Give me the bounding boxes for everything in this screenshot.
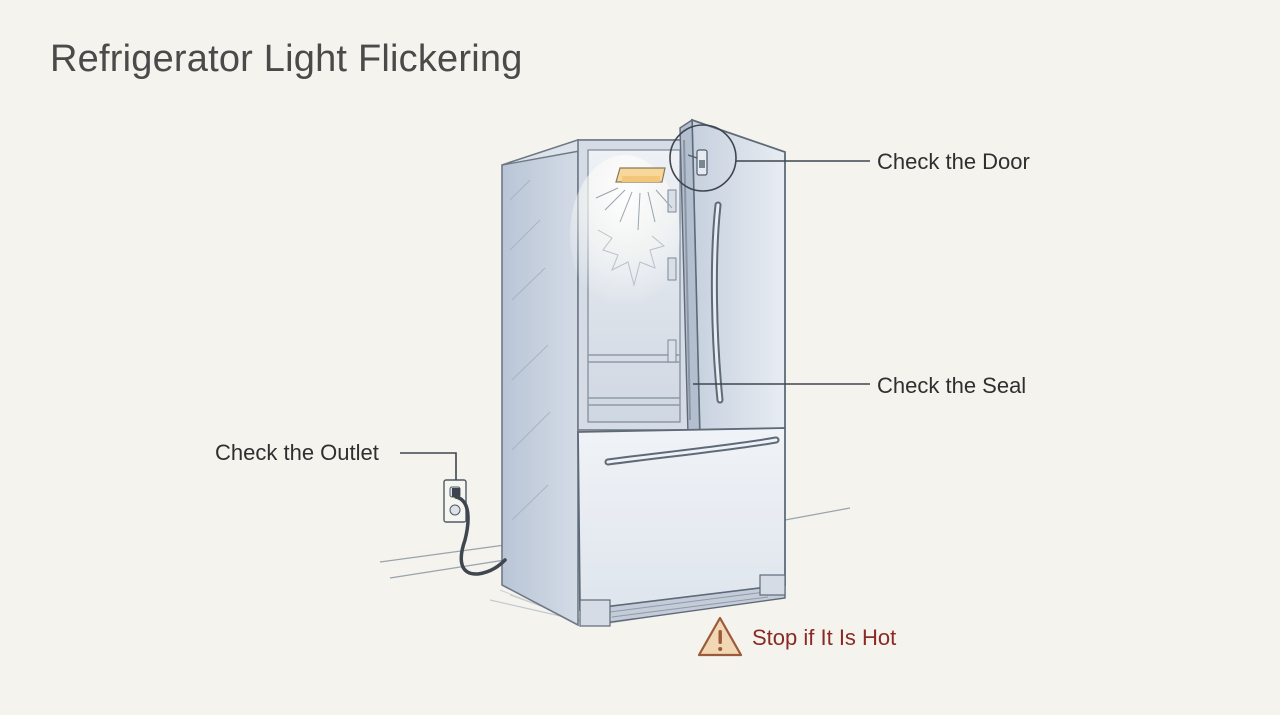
callout-leaders: [400, 160, 870, 480]
shelf-brackets: [667, 189, 677, 363]
callout-check-door: Check the Door: [877, 149, 1030, 174]
outlet-leader-line: [400, 452, 457, 480]
light-rays: [595, 187, 673, 231]
door-switch-highlight-circle: [669, 124, 737, 192]
callout-warning-hot: Stop if It Is Hot: [752, 625, 897, 650]
page-title: Refrigerator Light Flickering: [50, 38, 523, 80]
callout-check-seal: Check the Seal: [877, 373, 1027, 398]
door-gasket: [683, 139, 691, 421]
side-hatching: [509, 179, 551, 521]
vent-grille: [609, 591, 769, 618]
fridge-side-panel: [501, 138, 579, 627]
floor-lines: [379, 507, 851, 626]
door-handle: [710, 201, 724, 404]
door-switch: [687, 149, 708, 176]
drawer-handle: [604, 436, 780, 466]
power-cord: [454, 495, 507, 576]
fridge-shelves: [588, 354, 680, 406]
interior-light: [595, 167, 673, 287]
wall-outlet: [443, 479, 467, 523]
callout-check-outlet: Check the Outlet: [215, 440, 379, 465]
warning-triangle-icon: [697, 616, 743, 657]
